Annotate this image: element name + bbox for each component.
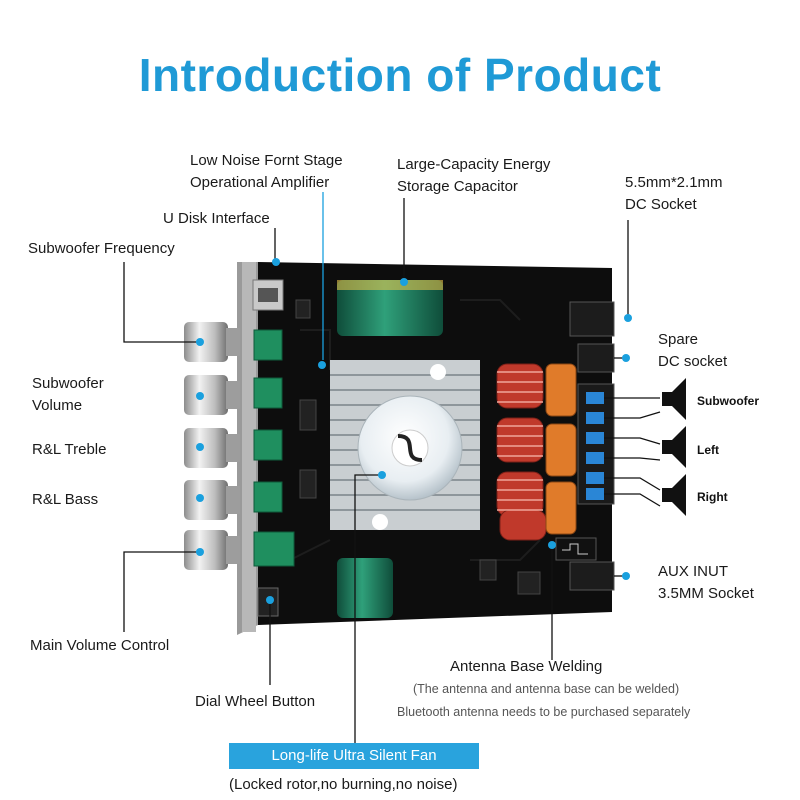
label-speaker-subwoofer: Subwoofer [697,394,759,408]
label-main-volume: Main Volume Control [30,637,170,654]
label-dial-wheel: Dial Wheel Button [195,693,316,710]
capacitor-top [337,280,443,336]
label-subwoofer-frequency: Subwoofer Frequency [28,240,175,257]
label-bass: R&L Bass [32,491,99,508]
label-markers [196,258,632,604]
label-speaker-right: Right [697,490,728,504]
label-antenna-note-2: Bluetooth antenna needs to be purchased … [397,705,691,719]
page-title: Introduction of Product [138,49,662,101]
knobs [184,322,240,570]
leader-lines [123,192,661,743]
fan-note: (Locked rotor,no burning,no noise) [229,776,458,793]
label-treble: R&L Treble [32,441,107,458]
label-antenna: Antenna Base Welding [450,658,603,675]
speaker-icons [662,378,686,516]
label-speaker-left: Left [697,443,719,457]
aux-socket [569,561,615,591]
label-udisk: U Disk Interface [163,210,270,227]
capacitor-bottom [337,558,393,618]
dc-socket [569,301,615,337]
label-antenna-note-1: (The antenna and antenna base can be wel… [413,682,680,696]
inductors [496,363,547,541]
spare-dc-socket [577,343,615,373]
fan-banner: Long-life Ultra Silent Fan [229,743,479,769]
